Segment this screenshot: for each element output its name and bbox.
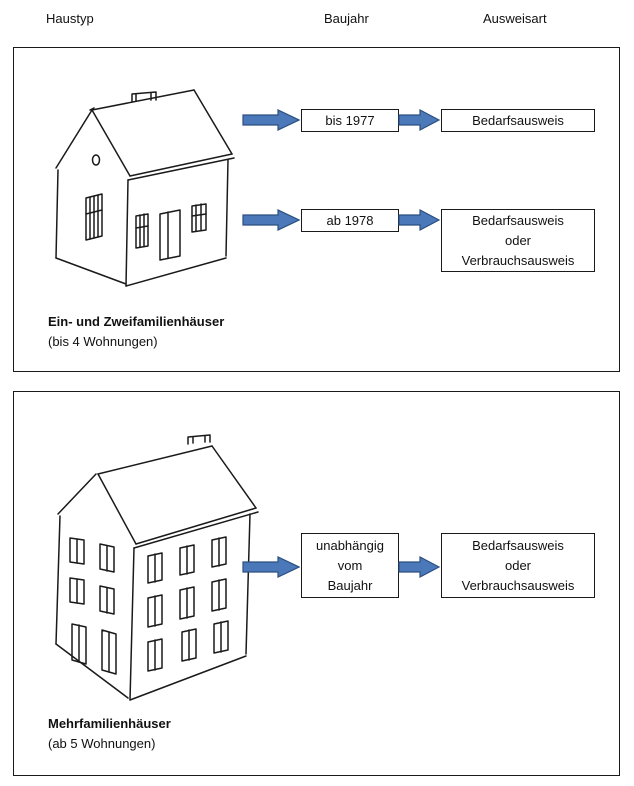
ausweis-label: oder [504, 232, 532, 248]
column-header-baujahr: Baujahr [324, 11, 369, 26]
house-type-title: Ein- und Zweifamilienhäuser [48, 314, 225, 329]
right-arrow-icon [398, 209, 440, 231]
ausweis-box-bedarf: Bedarfsausweis [441, 109, 595, 132]
panel-single-family: bis 1977 Bedarfsausweis ab 1978 Bedarfsa… [13, 47, 620, 372]
column-header-haustyp: Haustyp [46, 11, 94, 26]
house-type-title: Mehrfamilienhäuser [48, 716, 171, 731]
baujahr-label: ab 1978 [326, 212, 374, 228]
ausweis-box-bedarf-oder-verbrauch: Bedarfsausweis oder Verbrauchsausweis [441, 209, 595, 272]
ausweis-label: Verbrauchsausweis [461, 577, 575, 593]
house-type-subtitle: (bis 4 Wohnungen) [48, 334, 158, 349]
baujahr-label: Baujahr [327, 577, 373, 593]
panel-multi-family: unabhängig vom Baujahr Bedarfsausweis od… [13, 391, 620, 776]
single-family-house-sketch-icon [55, 89, 235, 287]
apartment-building-sketch-icon [55, 434, 259, 701]
ausweis-label: Bedarfsausweis [472, 112, 564, 128]
right-arrow-icon [242, 109, 300, 131]
ausweis-label: Bedarfsausweis [472, 212, 564, 228]
ausweis-label: oder [504, 557, 532, 573]
ausweis-label: Verbrauchsausweis [461, 252, 575, 268]
baujahr-label: vom [337, 557, 363, 573]
right-arrow-icon [242, 556, 300, 578]
ausweis-box-bedarf-oder-verbrauch: Bedarfsausweis oder Verbrauchsausweis [441, 533, 595, 598]
right-arrow-icon [398, 556, 440, 578]
baujahr-label: bis 1977 [325, 112, 375, 128]
baujahr-label: unabhängig [316, 537, 384, 553]
column-header-ausweisart: Ausweisart [483, 11, 547, 26]
baujahr-box-ab-1978: ab 1978 [301, 209, 399, 232]
house-type-subtitle: (ab 5 Wohnungen) [48, 736, 156, 751]
right-arrow-icon [398, 109, 440, 131]
ausweis-label: Bedarfsausweis [472, 537, 564, 553]
baujahr-box-bis-1977: bis 1977 [301, 109, 399, 132]
right-arrow-icon [242, 209, 300, 231]
baujahr-box-unabhaengig: unabhängig vom Baujahr [301, 533, 399, 598]
